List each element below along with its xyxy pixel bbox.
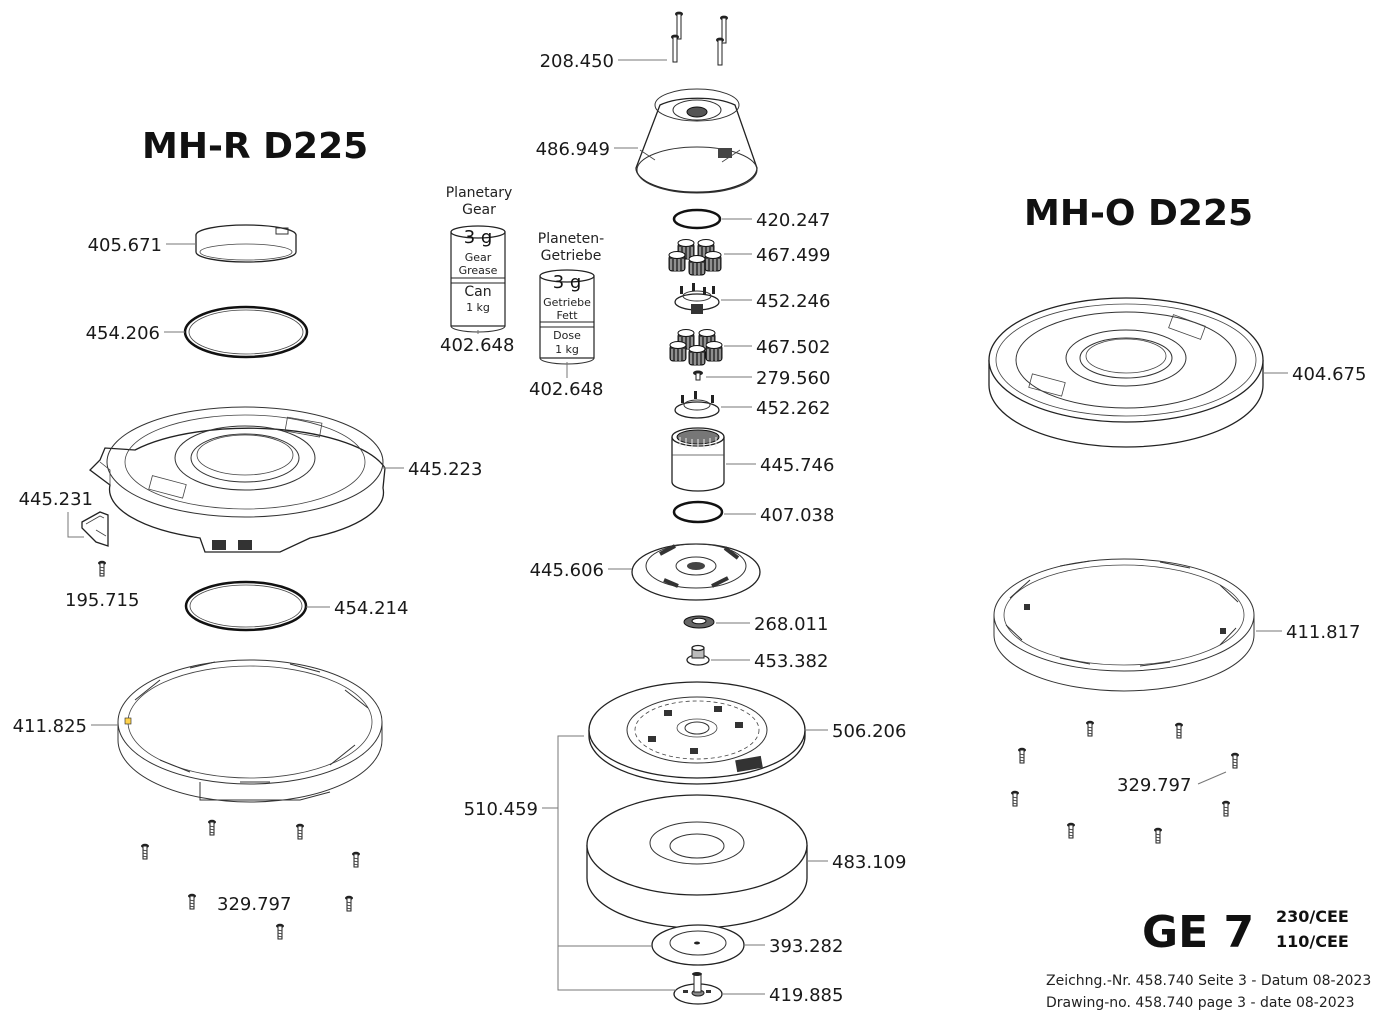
part-454206-oring	[183, 305, 309, 359]
title-mh-r: MH-R D225	[142, 126, 368, 167]
label-452262: 452.262	[756, 398, 830, 419]
label-445231: 445.231	[19, 489, 93, 510]
label-506206: 506.206	[832, 721, 906, 742]
label-411817: 411.817	[1286, 622, 1360, 643]
label-329797-left: 329.797	[217, 894, 291, 915]
label-483109: 483.109	[832, 852, 906, 873]
part-467502-planet-gears	[669, 329, 723, 366]
grease-en-body-1: Can	[464, 284, 491, 300]
part-279560-screw	[693, 370, 703, 381]
label-329797-right: 329.797	[1117, 775, 1191, 796]
part-208450-screws	[670, 11, 729, 66]
label-453382: 453.382	[754, 651, 828, 672]
grease-en-lid-1: Gear	[465, 251, 492, 264]
grease-en-heading-2: Gear	[462, 202, 496, 218]
grease-de-body-2: 1 kg	[555, 343, 579, 356]
part-483109-foam-pad	[586, 794, 808, 929]
label-467499: 467.499	[756, 245, 830, 266]
part-420247-oring	[672, 208, 722, 230]
grease-en-amount: 3 g	[464, 227, 493, 248]
label-411825: 411.825	[13, 716, 87, 737]
label-454206: 454.206	[86, 323, 160, 344]
label-268011: 268.011	[754, 614, 828, 635]
grease-can-en: Planetary Gear 3 g Gear Grease Can 1 kg	[446, 185, 513, 333]
grease-de-body-1: Dose	[553, 329, 581, 342]
label-510459: 510.459	[464, 799, 538, 820]
part-486949-gear-housing	[635, 88, 758, 194]
part-195715-screw	[97, 560, 107, 577]
grease-de-lid-1: Getriebe	[543, 296, 591, 309]
label-445746: 445.746	[760, 455, 834, 476]
part-407038-oring	[672, 500, 724, 524]
model-voltage-230: 230/CEE	[1276, 907, 1349, 926]
part-506206-backing-pad	[588, 681, 806, 785]
footer-drawing-en: Drawing-no. 458.740 page 3 - date 08-202…	[1046, 995, 1355, 1011]
model-voltage-110: 110/CEE	[1276, 932, 1349, 951]
label-452246: 452.246	[756, 291, 830, 312]
grease-en-heading-1: Planetary	[446, 185, 513, 201]
label-208450: 208.450	[540, 51, 614, 72]
grease-de-heading-2: Getriebe	[541, 248, 602, 264]
grease-de-lid-2: Fett	[556, 309, 578, 322]
label-419885: 419.885	[769, 985, 843, 1006]
part-445606-bearing-flange	[631, 543, 761, 601]
grease-de-amount: 3 g	[553, 272, 582, 293]
label-402648-en: 402.648	[440, 335, 514, 356]
grease-can-de: Planeten- Getriebe 3 g Getriebe Fett Dos…	[538, 231, 604, 365]
label-279560: 279.560	[756, 368, 830, 389]
label-404675: 404.675	[1292, 364, 1366, 385]
part-393282-cover-plate	[651, 924, 745, 966]
label-405671: 405.671	[88, 235, 162, 256]
grease-en-body-2: 1 kg	[466, 301, 490, 314]
grease-de-heading-1: Planeten-	[538, 231, 604, 247]
part-329797-screws-left	[140, 819, 361, 940]
part-268011-bearing	[683, 615, 715, 629]
part-452246-planet-carrier	[674, 283, 720, 314]
label-402648-de: 402.648	[529, 379, 603, 400]
part-411825-ring-frame	[117, 659, 383, 803]
label-420247: 420.247	[756, 210, 830, 231]
part-445223-housing	[89, 406, 386, 553]
part-453382-nut	[686, 644, 710, 666]
part-445231-bracket	[81, 511, 109, 547]
part-467499-planet-gears	[668, 239, 722, 276]
title-mh-o: MH-O D225	[1024, 193, 1253, 234]
grease-en-lid-2: Grease	[459, 264, 498, 277]
part-445746-ring-gear	[671, 427, 725, 492]
label-445606: 445.606	[530, 560, 604, 581]
part-452262-planet-carrier	[674, 391, 720, 419]
label-195715: 195.715	[65, 590, 139, 611]
label-467502: 467.502	[756, 337, 830, 358]
part-419885-fixing-screw	[673, 972, 723, 1005]
label-454214: 454.214	[334, 598, 408, 619]
label-486949: 486.949	[536, 139, 610, 160]
label-407038: 407.038	[760, 505, 834, 526]
part-454214-oring	[184, 580, 308, 632]
part-404675-housing	[988, 297, 1264, 448]
footer-drawing-de: Zeichng.-Nr. 458.740 Seite 3 - Datum 08-…	[1046, 973, 1371, 989]
model-name: GE 7	[1142, 907, 1254, 958]
part-411817-ring-frame	[993, 558, 1255, 692]
label-393282: 393.282	[769, 936, 843, 957]
label-445223: 445.223	[408, 459, 482, 480]
part-405671-band	[195, 224, 297, 263]
